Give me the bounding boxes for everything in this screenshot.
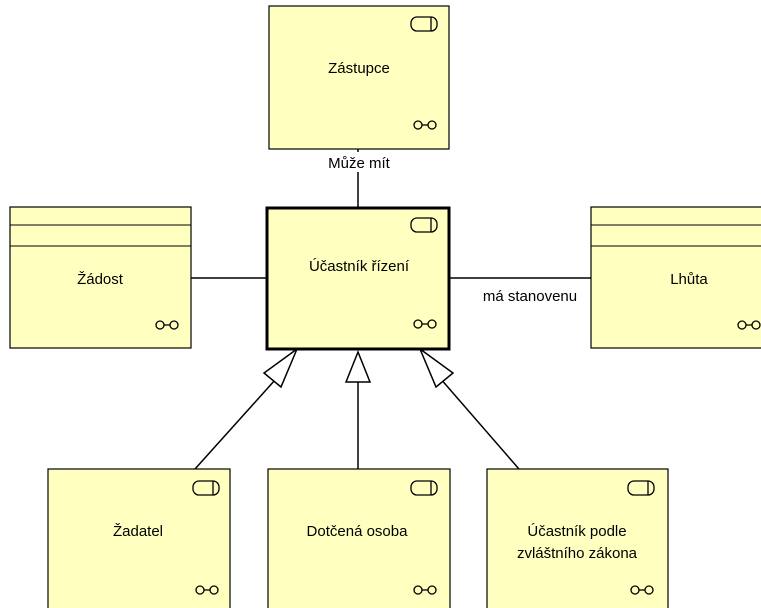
node-label-zadost: Žádost [77,271,124,288]
edge-zadatel-generalization[interactable] [194,369,285,470]
role-icon [192,480,220,496]
edges [191,149,591,470]
node-label-dotcena-osoba: Dotčená osoba [307,523,409,540]
association-icon [630,585,654,595]
arrowhead-zadatel [262,346,299,389]
role-icon [410,16,438,32]
edge-label-muze-mit: Může mít [328,155,391,172]
node-label-zadatel: Žadatel [113,523,163,540]
generalization-arrowheads [262,346,455,389]
node-zastupce[interactable]: Zástupce [268,5,450,150]
association-icon [155,320,179,330]
node-label-ucastnik-rizeni: Účastník řízení [309,258,410,275]
arrowhead-ucastnikpodle [418,346,455,389]
node-ucastnik-podle[interactable]: Účastník podle zvláštního zákona [486,468,669,608]
association-icon [737,320,761,330]
node-ucastnik-rizeni[interactable]: Účastník řízení [265,206,451,351]
node-zadatel[interactable]: Žadatel [47,468,231,608]
role-icon [410,217,438,233]
node-dotcena-osoba[interactable]: Dotčená osoba [267,468,451,608]
arrowhead-dotcena [344,349,372,383]
association-icon [413,585,437,595]
association-icon [195,585,219,595]
edge-label-bg-muze-mit [320,152,398,172]
edge-label-ma-stanovenu: má stanovenu [483,288,577,305]
role-icon [410,480,438,496]
node-label-ucastnik-podle-line1: Účastník podle [527,523,626,540]
role-icon [627,480,655,496]
edge-ucastnikpodle-generalization[interactable] [432,369,520,470]
node-zadost[interactable]: Žádost [9,206,192,349]
node-label-lhuta: Lhůta [670,271,708,288]
node-lhuta[interactable]: Lhůta [590,206,761,349]
node-label-zastupce: Zástupce [328,60,390,77]
association-icon [413,120,437,130]
association-icon [413,319,437,329]
node-label-ucastnik-podle-line2: zvláštního zákona [517,545,638,562]
